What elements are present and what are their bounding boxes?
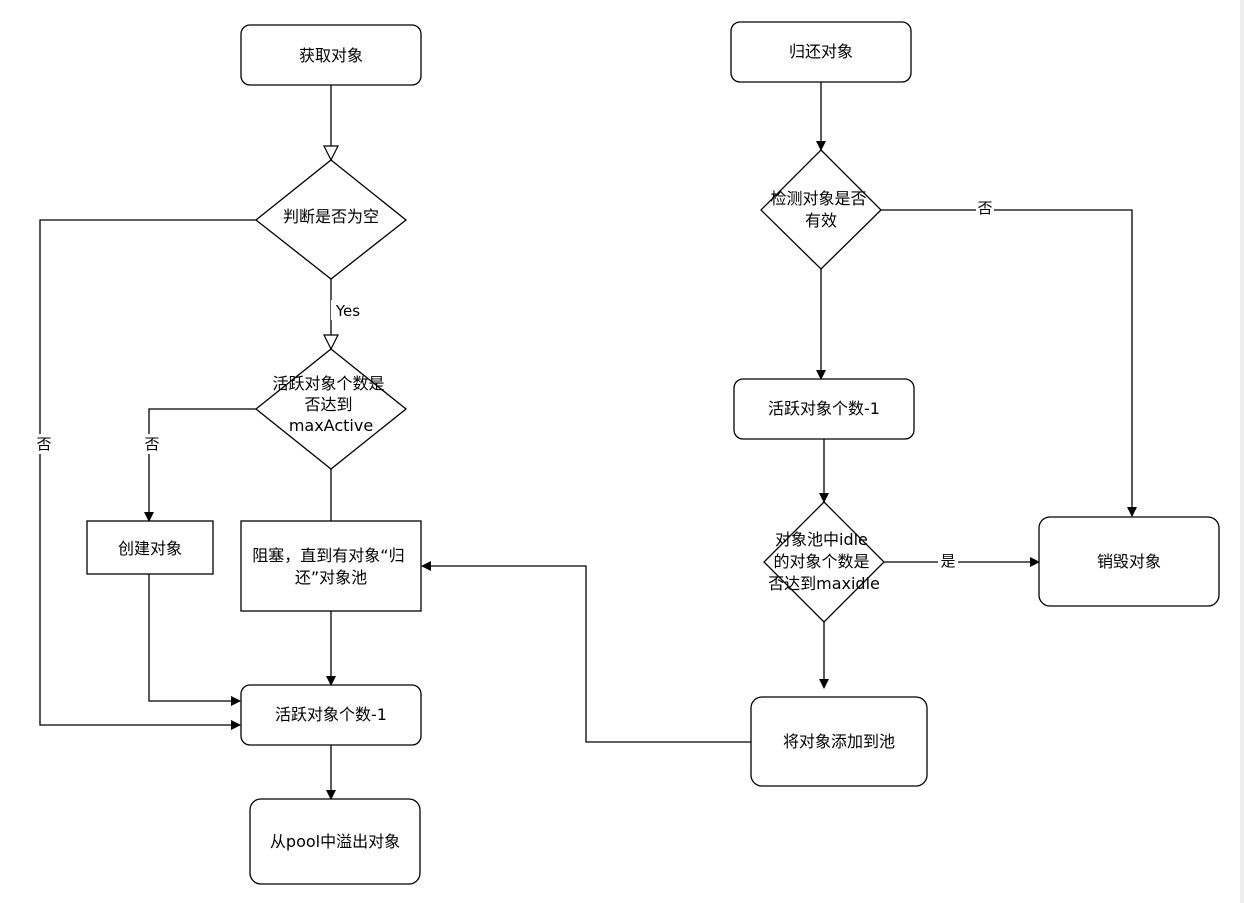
node-active-minus-right-label: 活跃对象个数-1	[768, 399, 880, 418]
node-create-object: 创建对象	[86, 520, 214, 575]
node-return-object: 归还对象	[730, 21, 912, 83]
nodes: 获取对象 判断是否为空 活跃对象个数是 否达到 maxActive 创建对象	[86, 21, 1220, 885]
edge-pool-to-block	[421, 561, 751, 743]
node-check-valid-label: 检测对象是否 有效	[770, 189, 871, 230]
edge-label-yes-destroy: 是	[938, 551, 958, 571]
node-add-to-pool-label: 将对象添加到池	[783, 732, 895, 751]
edge-empty-no-to-active	[39, 219, 256, 730]
node-check-empty: 判断是否为空	[254, 159, 408, 280]
node-return-object-label: 归还对象	[789, 42, 853, 61]
node-active-minus-left: 活跃对象个数-1	[240, 684, 422, 746]
edge-label-no-left: 否	[34, 434, 52, 454]
edges	[39, 82, 1137, 800]
node-active-minus-right: 活跃对象个数-1	[733, 378, 915, 440]
edge-label-no-create: 否	[143, 434, 161, 454]
edge-labels: Yes 否 否 否 是	[34, 198, 994, 571]
node-check-empty-label: 判断是否为空	[283, 207, 379, 226]
node-check-valid: 检测对象是否 有效	[760, 149, 882, 270]
node-create-object-label: 创建对象	[118, 539, 182, 558]
node-destroy-object-label: 销毁对象	[1097, 552, 1161, 571]
edge-label-yes-text: Yes	[335, 302, 360, 320]
node-block-wait: 阻塞，直到有对象“归 还”对象池	[240, 520, 422, 612]
right-scrollbar-edge	[1240, 0, 1244, 903]
node-get-object: 获取对象	[240, 24, 422, 86]
node-destroy-object: 销毁对象	[1038, 516, 1220, 607]
node-active-minus-left-label: 活跃对象个数-1	[275, 705, 387, 724]
node-add-to-pool: 将对象添加到池	[750, 696, 928, 787]
edge-valid-no-to-destroy	[881, 209, 1137, 517]
edge-maxactive-no-to-create	[144, 408, 256, 522]
node-check-max-idle: 对象池中idle 的对象个数是 否达到maxidle	[763, 501, 885, 623]
node-check-max-idle-label: 对象池中idle 的对象个数是 否达到maxidle	[768, 530, 880, 593]
node-get-object-label: 获取对象	[299, 46, 363, 65]
edge-label-no-invalid: 否	[976, 198, 994, 218]
edge-label-no-left-text: 否	[36, 435, 51, 453]
node-pop-from-pool: 从pool中溢出对象	[249, 798, 421, 885]
edge-label-no-invalid-text: 否	[977, 199, 992, 217]
node-pop-from-pool-label: 从pool中溢出对象	[270, 832, 400, 851]
node-block-wait-label: 阻塞，直到有对象“归 还”对象池	[252, 546, 409, 587]
node-check-max-active-label: 活跃对象个数是 否达到 maxActive	[272, 374, 389, 435]
edge-label-yes-destroy-text: 是	[940, 552, 955, 570]
edge-label-yes: Yes	[331, 300, 365, 320]
edge-label-no-create-text: 否	[144, 435, 159, 453]
node-check-max-active: 活跃对象个数是 否达到 maxActive	[254, 348, 408, 470]
edge-create-to-active	[148, 574, 241, 706]
